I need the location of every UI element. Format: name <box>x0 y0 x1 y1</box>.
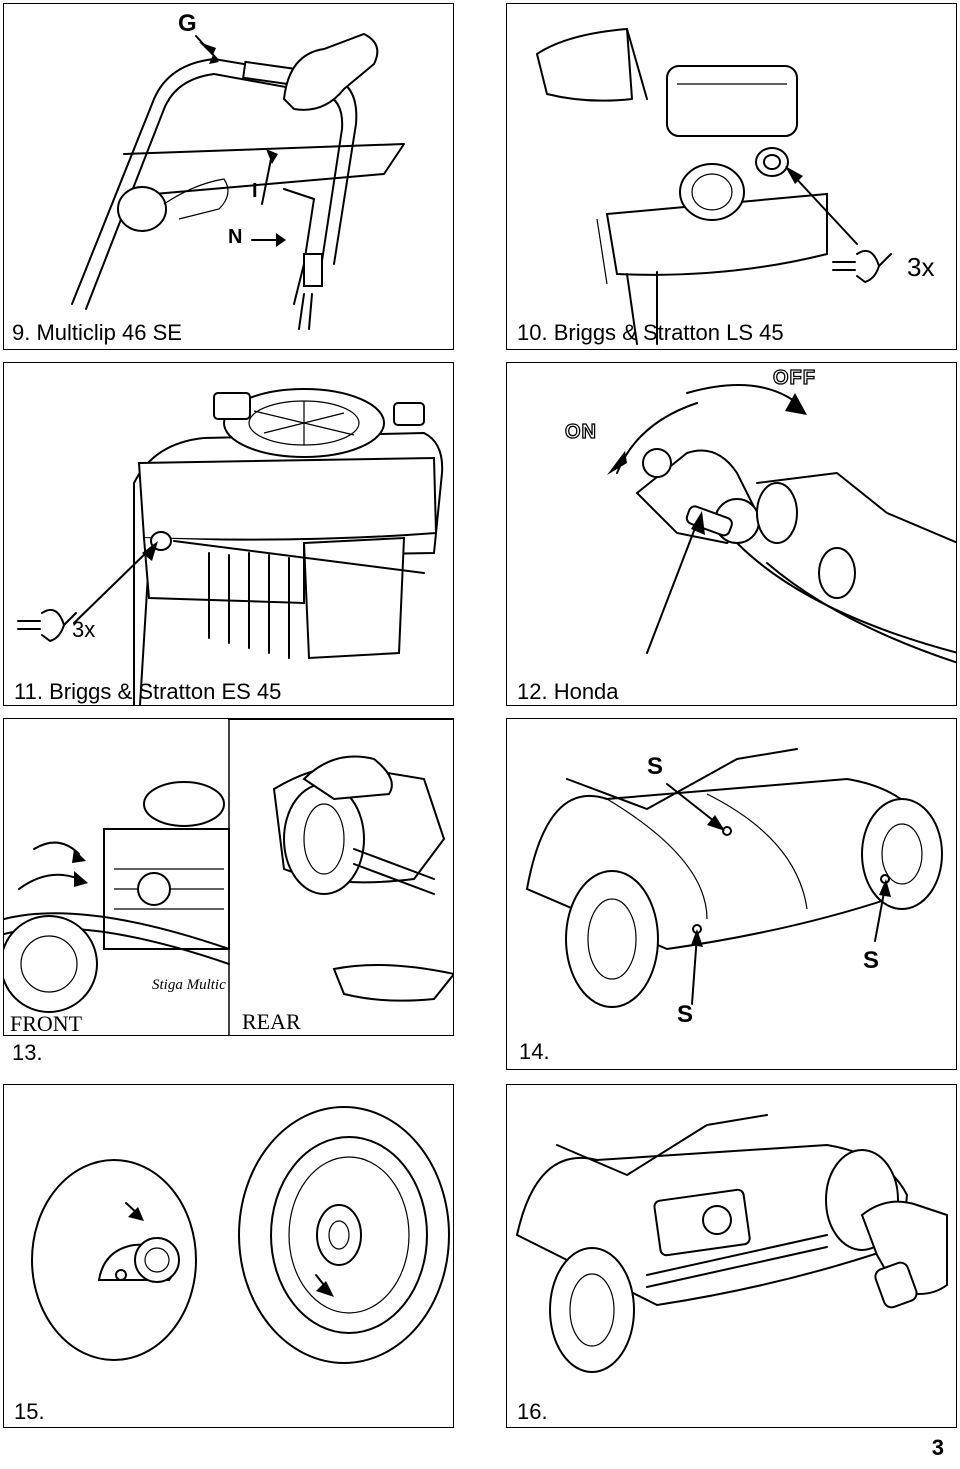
caption-11: 11. Briggs & Stratton ES 45 <box>14 679 282 704</box>
label-i: I <box>252 180 258 202</box>
press-icon <box>17 609 77 642</box>
panel-9-multiclip: G I N 9. Multiclip 46 SE <box>3 3 454 350</box>
label-n: N <box>228 226 243 248</box>
panel-12-honda: OFF ON 12. Honda <box>506 362 957 706</box>
label-s-bottom: S <box>677 1001 694 1028</box>
repeat-count: 3x <box>72 617 96 642</box>
caption-16: 16. <box>517 1399 548 1424</box>
wheel-gear-illustration <box>31 1106 450 1364</box>
caption-14: 14. <box>519 1039 550 1064</box>
caption-9: 9. Multiclip 46 SE <box>12 320 182 345</box>
label-s-right: S <box>863 947 880 974</box>
repeat-count: 3x <box>907 252 935 282</box>
panel-13-height-adjust: Stiga Multic FRONT REAR <box>3 718 454 1036</box>
panel-15-wheel-gears: 15. <box>3 1084 454 1428</box>
panel-10-briggs-ls45: 3x 10. Briggs & Stratton LS 45 <box>506 3 957 350</box>
label-rear: REAR <box>242 1009 301 1034</box>
label-front: FRONT <box>10 1011 83 1036</box>
handle-illustration <box>71 32 405 330</box>
drive-unit-illustration <box>515 1114 948 1373</box>
brand-name: Stiga Multic <box>152 977 226 993</box>
label-s-top: S <box>647 753 664 780</box>
label-on: ON <box>564 420 597 443</box>
caption-10: 10. Briggs & Stratton LS 45 <box>517 320 784 345</box>
panel-14-deck-screws: S S S 14. <box>506 718 957 1070</box>
panel-11-briggs-es45: 3x 11. Briggs & Stratton ES 45 <box>3 362 454 706</box>
engine-illustration <box>536 28 892 345</box>
label-g: G <box>178 10 197 37</box>
page-number: 3 <box>931 1435 944 1460</box>
caption-12: 12. Honda <box>517 679 619 704</box>
height-adjust-illustration <box>4 719 453 1035</box>
honda-choke-illustration <box>607 384 956 664</box>
caption-13: 13. <box>12 1040 43 1065</box>
press-icon <box>832 250 892 283</box>
caption-15: 15. <box>14 1399 45 1424</box>
label-off: OFF <box>772 366 816 389</box>
panel-16-drive-unit: 16. <box>506 1084 957 1428</box>
deck-underside-illustration <box>525 748 943 1008</box>
engine-illustration <box>17 388 444 705</box>
